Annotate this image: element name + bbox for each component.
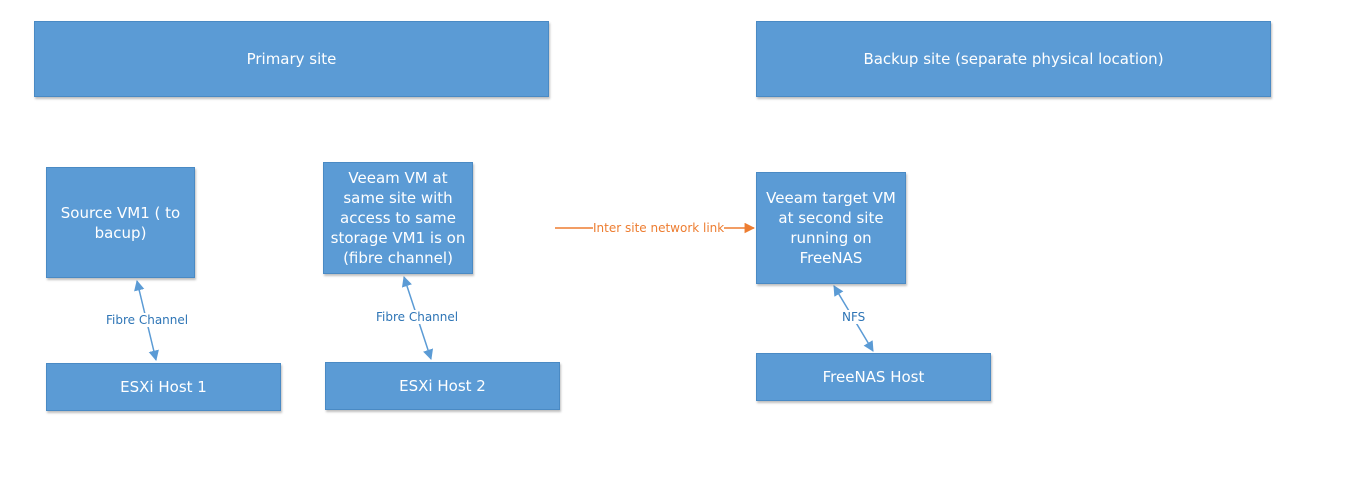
veeam-target-vm-label: Veeam target VM at second site running o…	[766, 189, 896, 267]
source-vm-box: Source VM1 ( to bacup)	[46, 167, 195, 278]
esxi-host-2-box: ESXi Host 2	[325, 362, 560, 410]
esxi-host-1-label: ESXi Host 1	[120, 378, 207, 396]
source-vm-label: Source VM1 ( to bacup)	[60, 203, 181, 242]
veeam-vm-box: Veeam VM at same site with access to sam…	[323, 162, 473, 274]
esxi-host-2-label: ESXi Host 2	[399, 377, 486, 395]
veeam-vm-label: Veeam VM at same site with access to sam…	[330, 169, 466, 267]
backup-site-box: Backup site (separate physical location)	[756, 21, 1271, 97]
backup-site-label: Backup site (separate physical location)	[863, 50, 1164, 68]
primary-site-box: Primary site	[34, 21, 549, 97]
nfs-label: NFS	[842, 310, 866, 324]
inter-site-link-label: Inter site network link	[593, 221, 725, 235]
veeam-target-vm-box: Veeam target VM at second site running o…	[756, 172, 906, 284]
freenas-host-label: FreeNAS Host	[822, 368, 925, 386]
esxi-host-1-box: ESXi Host 1	[46, 363, 281, 411]
fibre-channel-label-1: Fibre Channel	[106, 313, 189, 327]
freenas-host-box: FreeNAS Host	[756, 353, 991, 401]
fibre-channel-label-2: Fibre Channel	[376, 310, 459, 324]
primary-site-label: Primary site	[246, 50, 337, 68]
